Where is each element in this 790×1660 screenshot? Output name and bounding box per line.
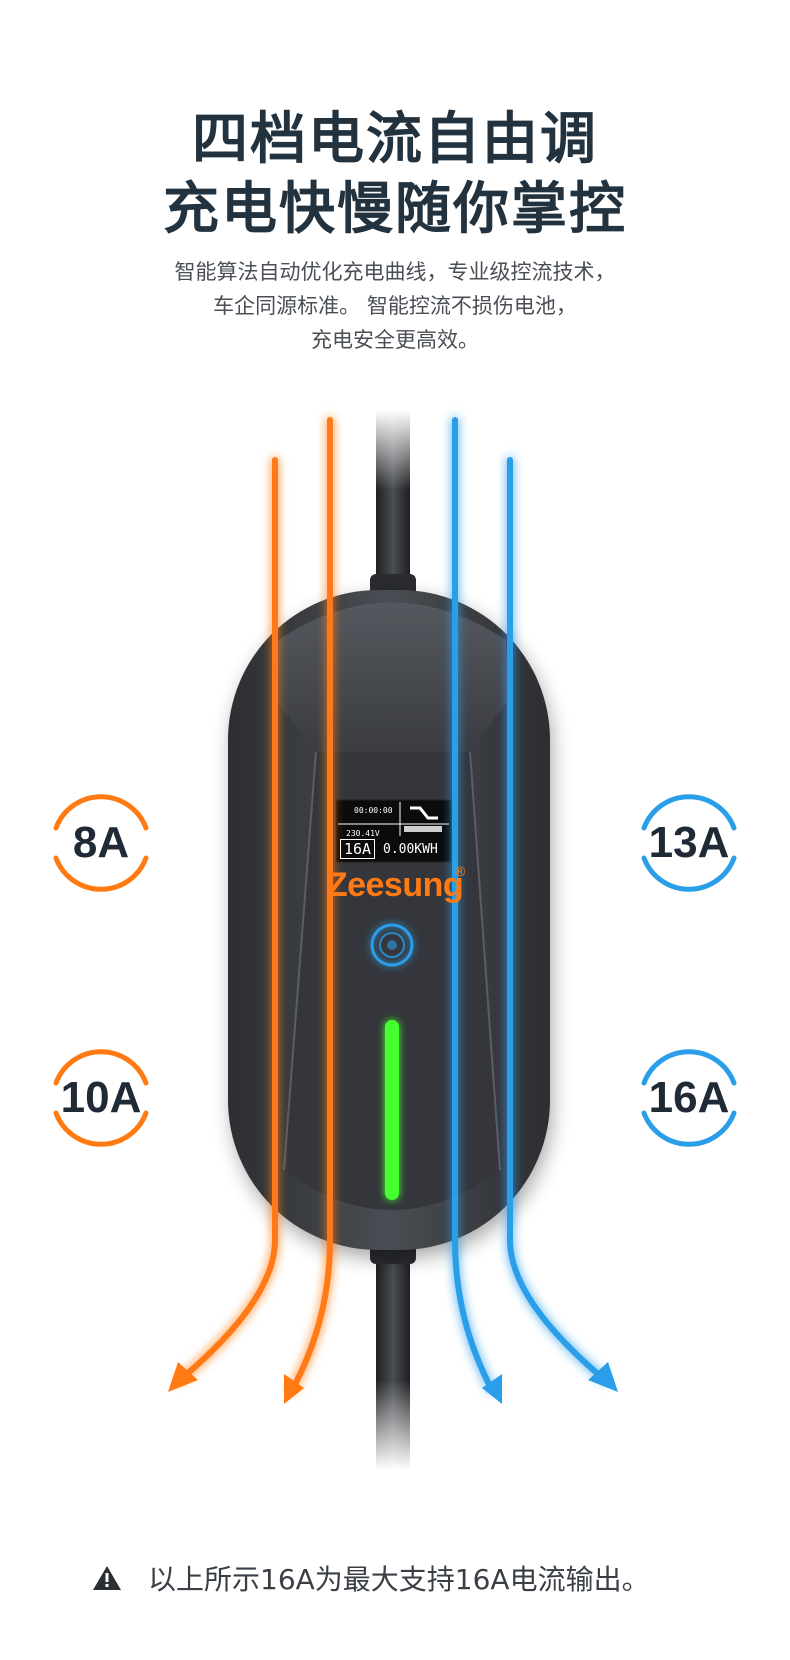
current-badge-16a: 16A — [630, 1039, 748, 1157]
warning-icon — [93, 1566, 121, 1590]
badge-ring-icon — [53, 1049, 149, 1147]
current-badge-13a: 13A — [630, 784, 748, 902]
arrow-head-icon — [482, 1374, 502, 1404]
screen-current: 16A — [340, 839, 376, 859]
headline-line-1: 四档电流自由调 — [192, 107, 598, 172]
description-line-3: 充电安全更高效。 — [311, 328, 479, 352]
badge-label: 16A — [648, 1073, 730, 1122]
current-badge-8a: 8A — [42, 784, 160, 902]
footnote: 以上所示16A为最大支持16A电流输出。 — [92, 1555, 650, 1601]
brand-logo: Zeesung — [326, 866, 464, 904]
badge-ring-icon — [53, 794, 149, 892]
badge-ring-icon — [641, 1049, 737, 1147]
arrow-head-icon — [284, 1374, 304, 1404]
description-line-2: 车企同源标准。 智能控流不损伤电池， — [213, 294, 577, 318]
orange-current-flows — [177, 417, 333, 1393]
footnote-text: 以上所示16A为最大支持16A电流输出。 — [148, 1563, 650, 1596]
touch-button — [370, 923, 414, 967]
badge-label: 10A — [60, 1073, 142, 1122]
status-indicator-bar — [385, 1020, 399, 1200]
display-screen — [335, 799, 452, 863]
screen-time: 00:00:00 — [354, 806, 393, 815]
headline-line-2: 充电快慢随你掌控 — [163, 177, 627, 242]
badge-label: 13A — [648, 818, 730, 867]
plug-icon — [410, 806, 438, 820]
charger-body — [228, 590, 550, 1250]
arrow-head-icon — [168, 1362, 198, 1392]
description-line-1: 智能算法自动优化充电曲线，专业级控流技术， — [174, 260, 616, 284]
current-badge-10a: 10A — [42, 1039, 160, 1157]
registered-mark: ® — [455, 863, 466, 879]
badge-ring-icon — [641, 794, 737, 892]
badge-label: 8A — [72, 818, 130, 867]
blue-current-flows — [452, 417, 608, 1393]
orange-arrowheads — [168, 1362, 304, 1404]
screen-voltage: 230.41V — [346, 829, 380, 838]
blue-arrowheads — [482, 1362, 618, 1404]
arrow-head-icon — [588, 1362, 618, 1392]
screen-energy: 0.00KWH — [383, 842, 438, 857]
